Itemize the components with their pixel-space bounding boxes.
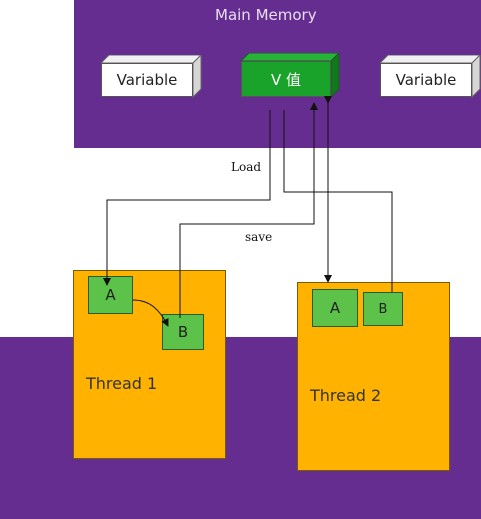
thread-1-cell-a: A xyxy=(88,276,133,314)
v-value-box-label: V 值 xyxy=(241,61,331,97)
thread-1-label: Thread 1 xyxy=(86,374,158,393)
variable-box-left-depth xyxy=(101,55,202,99)
load-label: Load xyxy=(231,160,262,174)
thread-1-cell-b: B xyxy=(162,314,204,350)
thread-2-label: Thread 2 xyxy=(310,386,382,405)
save-label: save xyxy=(245,230,273,244)
variable-box-right-label: Variable xyxy=(380,63,472,97)
main-memory-title: Main Memory xyxy=(215,6,317,24)
thread-2-cell-a: A xyxy=(312,289,358,327)
variable-box-left-label: Variable xyxy=(101,63,193,97)
thread-2-cell-b: B xyxy=(363,292,403,326)
v-value-box-depth xyxy=(241,53,340,99)
